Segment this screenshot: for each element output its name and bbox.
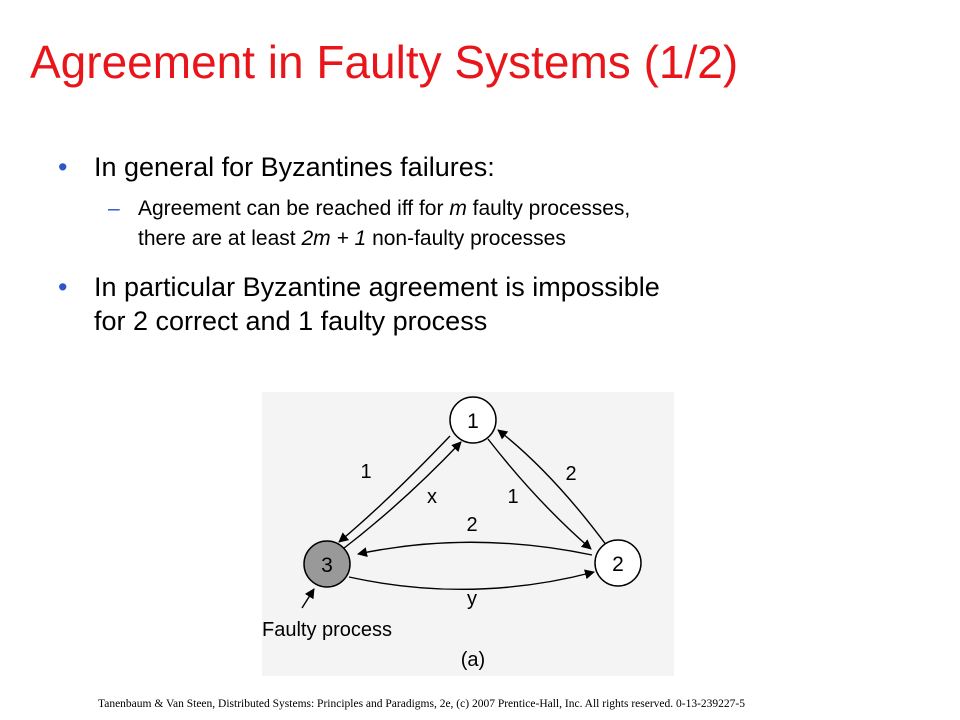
edge-2-to-1 [497, 429, 608, 547]
edge-3-to-1 [338, 441, 462, 553]
sub-text-part: Agreement can be reached iff for [138, 197, 450, 220]
node-3-faulty: 3 [303, 540, 351, 588]
node-2-label: 2 [612, 553, 624, 576]
byzantine-diagram: 1 x 1 2 2 y 1 2 3 Faulty process (a) [262, 392, 674, 676]
bullet-marker: • [58, 152, 68, 182]
edge-label-1-to-2: 1 [507, 486, 518, 508]
edge-1-to-2 [487, 438, 592, 550]
sub-bullet-text: Agreement can be reached iff for m fault… [138, 194, 630, 254]
faulty-pointer-arrow [301, 588, 315, 609]
edge-label-2-to-3: 2 [466, 514, 477, 536]
edge-label-2-to-1: 2 [565, 463, 576, 485]
sub-bullet-item: – Agreement can be reached iff for m fau… [108, 194, 938, 254]
sub-text-part: there are at least [138, 227, 302, 250]
node-1-label: 1 [467, 410, 479, 433]
edge-3-to-2 [348, 569, 595, 591]
node-1: 1 [449, 396, 497, 444]
faulty-process-label: Faulty process [262, 619, 392, 641]
edge-2-to-3 [357, 541, 593, 558]
node-2: 2 [594, 539, 642, 587]
edge-label-3-to-1: x [427, 486, 437, 508]
sub-text-part: non-faulty processes [366, 227, 566, 250]
sub-text-part: faulty processes, [466, 197, 631, 220]
figure-caption: (a) [461, 649, 485, 671]
bullet-list: • In general for Byzantines failures: – … [58, 150, 938, 338]
node-3-label: 3 [321, 554, 333, 577]
edge-1-to-3 [338, 435, 451, 543]
bullet-line: In particular Byzantine agreement is imp… [94, 272, 660, 302]
sub-bullet-marker: – [108, 197, 120, 220]
bullet-text: In particular Byzantine agreement is imp… [94, 270, 660, 338]
footer-citation: Tanenbaum & Van Steen, Distributed Syste… [98, 698, 746, 710]
slide-title: Agreement in Faulty Systems (1/2) [30, 36, 739, 88]
bullet-line: for 2 correct and 1 faulty process [94, 306, 488, 336]
bullet-marker: • [58, 272, 68, 302]
bullet-item: • In general for Byzantines failures: [58, 150, 938, 184]
edge-label-1-to-3: 1 [360, 461, 371, 483]
bullet-text: In general for Byzantines failures: [94, 152, 495, 182]
sub-text-formula: 2m + 1 [301, 227, 367, 250]
edge-label-3-to-2: y [467, 588, 477, 610]
sub-text-m: m [449, 197, 467, 220]
bullet-item: • In particular Byzantine agreement is i… [58, 270, 938, 338]
